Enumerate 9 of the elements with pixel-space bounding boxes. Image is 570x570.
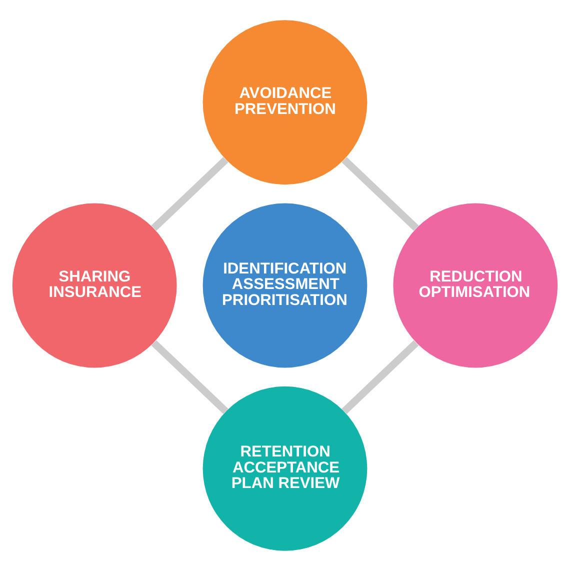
- node-circle: IDENTIFICATION ASSESSMENT PRIORITISATION: [202, 202, 368, 368]
- node-circle: SHARING INSURANCE: [12, 202, 177, 368]
- connector: [342, 156, 419, 230]
- connector: [151, 340, 228, 414]
- node-circle: RETENTION ACCEPTANCE PLAN REVIEW: [202, 386, 368, 550]
- node-circle: AVOIDANCE PREVENTION: [202, 20, 368, 184]
- connector: [342, 340, 419, 414]
- node-circle: REDUCTION OPTIMISATION: [393, 202, 558, 368]
- connector: [151, 156, 228, 230]
